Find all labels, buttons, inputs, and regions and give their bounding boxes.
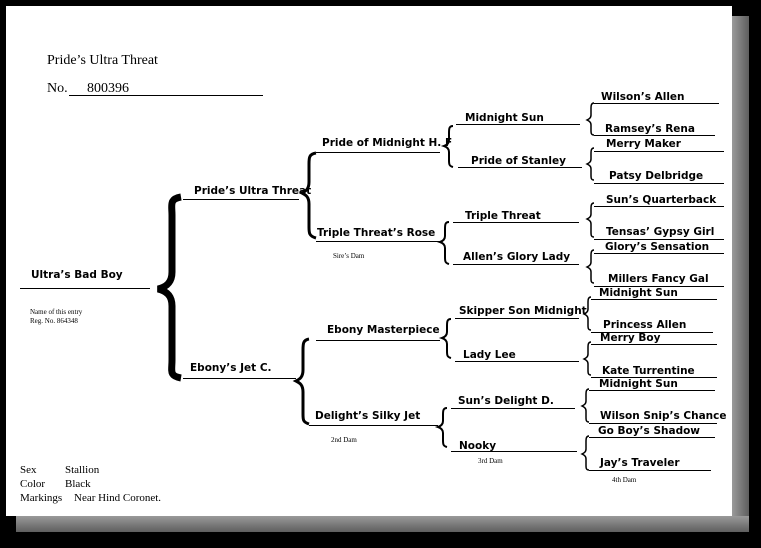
gen3-underline-1 — [456, 124, 580, 125]
gen3-name-1: Midnight Sun — [465, 112, 544, 124]
gen3-name-2: Pride of Stanley — [471, 155, 566, 167]
gen4-name-12: Kate Turrentine — [602, 365, 695, 377]
gen4-underline-10 — [591, 332, 713, 333]
pedigree-page — [6, 6, 732, 516]
gen3-underline-8 — [451, 451, 577, 452]
bracket-gen2-sire — [298, 151, 317, 240]
gen4-name-8: Millers Fancy Gal — [608, 273, 709, 285]
bracket-gen3-2 — [436, 221, 450, 265]
registration-underline — [69, 95, 263, 96]
gen4-name-10: Princess Allen — [603, 319, 687, 331]
gen4-name-11: Merry Boy — [600, 332, 661, 344]
gen4-name-6: Tensas’ Gypsy Girl — [606, 226, 715, 238]
dam-underline — [183, 378, 296, 379]
subject-name: Ultra’s Bad Boy — [31, 269, 123, 281]
gen4-note: 4th Dam — [612, 476, 637, 484]
gen4-name-2: Ramsey’s Rena — [605, 123, 695, 135]
registration-number: 800396 — [87, 81, 129, 96]
sire-name: Pride’s Ultra Threat — [194, 185, 312, 197]
gen4-underline-11 — [591, 344, 717, 345]
gen4-name-14: Wilson Snip’s Chance — [600, 410, 727, 422]
gen3-underline-5 — [455, 318, 579, 319]
markings-value: Near Hind Coronet. — [74, 492, 162, 504]
gen4-underline-8 — [594, 286, 724, 287]
sire-dam-name: Triple Threat’s Rose — [317, 227, 436, 239]
gen3-name-5: Skipper Son Midnight — [459, 305, 587, 317]
gen4-underline-9 — [591, 299, 717, 300]
bracket-gen1 — [157, 193, 182, 382]
bracket-gen4-1 — [585, 102, 595, 136]
bracket-gen2-dam — [292, 337, 310, 426]
pedigree-title: Pride’s Ultra Threat — [47, 53, 158, 68]
gen4-underline-7 — [594, 253, 724, 254]
page-shadow-bottom — [16, 516, 749, 532]
subject-note-name: Name of this entry — [30, 308, 83, 316]
sire-dam-note: Sire’s Dam — [333, 252, 365, 260]
bracket-gen4-7 — [580, 388, 590, 423]
color-label: Color — [20, 478, 46, 490]
sex-label: Sex — [20, 464, 37, 476]
gen3-name-4: Allen’s Glory Lady — [463, 251, 571, 263]
gen4-underline-15 — [589, 437, 715, 438]
gen3-underline-3 — [453, 222, 579, 223]
bracket-gen3-4 — [434, 407, 448, 448]
gen4-name-16: Jay’s Traveler — [600, 457, 680, 469]
dam-dam-name: Delight’s Silky Jet — [315, 410, 421, 422]
gen3-name-8: Nooky — [459, 440, 497, 452]
bracket-gen4-8 — [580, 435, 590, 471]
gen4-underline-4 — [594, 183, 724, 184]
dam-dam-note: 2nd Dam — [331, 436, 357, 444]
bracket-gen4-4 — [585, 249, 595, 284]
bracket-gen4-2 — [585, 147, 595, 181]
sire-sire-name: Pride of Midnight H. F — [322, 137, 453, 149]
gen4-underline-3 — [594, 151, 724, 152]
gen3-note: 3rd Dam — [478, 457, 503, 465]
gen4-name-7: Glory’s Sensation — [605, 241, 710, 253]
gen4-name-15: Go Boy’s Shadow — [598, 425, 700, 437]
gen4-underline-16 — [589, 470, 711, 471]
gen4-name-4: Patsy Delbridge — [609, 170, 704, 182]
gen4-underline-1 — [594, 103, 719, 104]
bracket-gen4-3 — [585, 202, 595, 238]
gen3-underline-4 — [453, 264, 579, 265]
registration-label: No. — [47, 81, 68, 96]
gen3-name-7: Sun’s Delight D. — [458, 395, 554, 407]
dam-sire-name: Ebony Masterpiece — [327, 324, 440, 336]
gen4-underline-14 — [589, 423, 717, 424]
dam-dam-underline — [309, 425, 438, 426]
sex-value: Stallion — [65, 464, 100, 476]
gen3-underline-6 — [455, 361, 579, 362]
bracket-gen3-3 — [438, 318, 452, 359]
subject-underline — [20, 288, 150, 289]
gen4-underline-13 — [589, 390, 715, 391]
bracket-gen4-5 — [582, 296, 592, 331]
sire-dam-underline — [316, 241, 442, 242]
dam-sire-underline — [316, 340, 440, 341]
gen3-name-6: Lady Lee — [463, 349, 516, 361]
gen3-underline-2 — [458, 167, 582, 168]
gen4-name-1: Wilson’s Allen — [601, 91, 685, 103]
gen4-underline-6 — [594, 239, 724, 240]
gen4-name-13: Midnight Sun — [599, 378, 678, 390]
gen4-name-5: Sun’s Quarterback — [606, 194, 717, 206]
bracket-gen3-1 — [440, 125, 454, 168]
gen3-underline-7 — [451, 408, 575, 409]
dam-name: Ebony’s Jet C. — [190, 362, 272, 374]
sire-sire-underline — [316, 152, 440, 153]
page-shadow-right — [732, 16, 749, 516]
gen4-name-3: Merry Maker — [606, 138, 681, 150]
gen4-name-9: Midnight Sun — [599, 287, 678, 299]
gen4-underline-12 — [591, 377, 717, 378]
gen4-underline-5 — [594, 206, 724, 207]
markings-label: Markings — [20, 492, 63, 504]
bracket-gen4-6 — [582, 341, 592, 376]
subject-note-reg: Reg. No. 864348 — [30, 317, 78, 325]
color-value: Black — [65, 478, 91, 490]
sire-underline — [183, 199, 299, 200]
gen3-name-3: Triple Threat — [465, 210, 541, 222]
gen4-underline-2 — [594, 135, 715, 136]
